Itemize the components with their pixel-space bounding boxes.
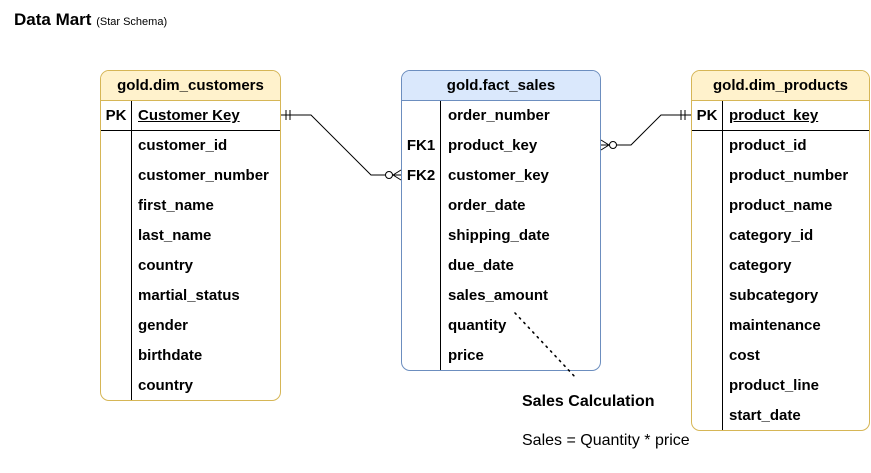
entity-dim-products[interactable]: gold.dim_products PK product_key product… (691, 70, 870, 431)
column-row: product_id (692, 131, 869, 161)
column-name: category (729, 257, 792, 274)
column-row: price (402, 341, 600, 370)
column-row: order_date (402, 191, 600, 221)
note-formula: Sales = Quantity * price (522, 432, 690, 449)
note-title: Sales Calculation (522, 393, 655, 410)
column-row: birthdate (101, 341, 280, 371)
column-name: start_date (729, 407, 801, 424)
column-name: order_date (448, 197, 526, 214)
column-row: category_id (692, 221, 869, 251)
column-name: gender (138, 317, 189, 334)
column-row: maintenance (692, 311, 869, 341)
pk-badge: PK (696, 107, 718, 124)
column-name: cost (729, 347, 760, 364)
column-row: product_number (692, 161, 869, 191)
column-name: product_line (729, 377, 820, 394)
column-row: subcategory (692, 281, 869, 311)
entity-title: gold.fact_sales (402, 71, 600, 101)
relationship-customers-fact (281, 110, 402, 181)
subtitle-text: (Star Schema) (96, 16, 168, 28)
entity-title: gold.dim_products (692, 71, 869, 101)
column-name: product_id (729, 137, 807, 154)
column-row: country (101, 371, 280, 400)
column-name: birthdate (138, 347, 203, 364)
column-row: martial_status (101, 281, 280, 311)
column-name: product_key (448, 137, 538, 154)
column-row: FK1 product_key (402, 131, 600, 161)
column-row: last_name (101, 221, 280, 251)
entity-title: gold.dim_customers (101, 71, 280, 101)
column-name: shipping_date (448, 227, 550, 244)
column-row: sales_amount (402, 281, 600, 311)
column-row: gender (101, 311, 280, 341)
column-row: product_name (692, 191, 869, 221)
pk-row: PK Customer Key (101, 101, 280, 131)
title-text: Data Mart (14, 10, 92, 29)
key-badge: FK1 (406, 137, 436, 154)
column-row: first_name (101, 191, 280, 221)
column-name: first_name (138, 197, 214, 214)
column-name: order_number (448, 107, 550, 124)
column-name: customer_number (138, 167, 269, 184)
column-row: country (101, 251, 280, 281)
diagram-title: Data Mart (Star Schema) (14, 10, 167, 30)
column-name: subcategory (729, 287, 819, 304)
column-name: category_id (729, 227, 814, 244)
column-row: cost (692, 341, 869, 371)
column-name: product_name (729, 197, 833, 214)
column-row: quantity (402, 311, 600, 341)
column-name: maintenance (729, 317, 821, 334)
pk-field: Customer Key (138, 107, 240, 124)
column-name: product_number (729, 167, 849, 184)
column-name: country (138, 257, 194, 274)
entity-dim-customers[interactable]: gold.dim_customers PK Customer Key custo… (100, 70, 281, 401)
annotation-connector (514, 312, 577, 379)
column-name: quantity (448, 317, 507, 334)
column-row: due_date (402, 251, 600, 281)
column-row: start_date (692, 401, 869, 430)
column-row: customer_id (101, 131, 280, 161)
entity-body: PK Customer Key customer_id customer_numb… (101, 101, 280, 400)
relationship-products-fact (600, 110, 691, 151)
column-name: due_date (448, 257, 514, 274)
column-row: order_number (402, 101, 600, 131)
column-row: shipping_date (402, 221, 600, 251)
column-row: category (692, 251, 869, 281)
column-row: FK2 customer_key (402, 161, 600, 191)
column-row: product_line (692, 371, 869, 401)
column-name: country (138, 377, 194, 394)
column-name: last_name (138, 227, 212, 244)
column-row: customer_number (101, 161, 280, 191)
pk-row: PK product_key (692, 101, 869, 131)
column-name: customer_key (448, 167, 549, 184)
key-badge: FK2 (406, 167, 436, 184)
pk-badge: PK (105, 107, 127, 124)
pk-field: product_key (729, 107, 819, 124)
column-name: price (448, 347, 484, 364)
column-name: sales_amount (448, 287, 549, 304)
column-name: customer_id (138, 137, 228, 154)
column-name: martial_status (138, 287, 240, 304)
